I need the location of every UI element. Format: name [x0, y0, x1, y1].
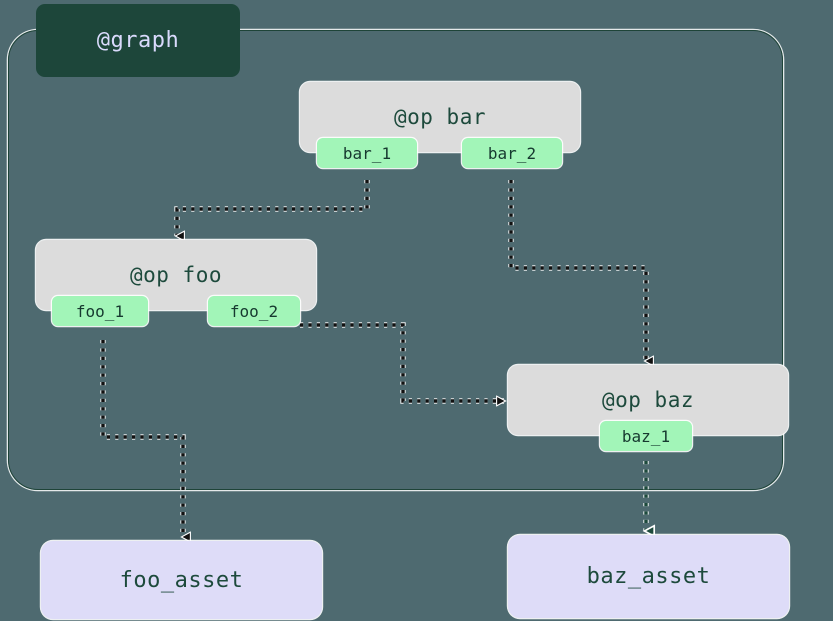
port-baz_1[interactable]: baz_1 — [600, 421, 692, 451]
port-bar_2[interactable]: bar_2 — [462, 138, 562, 168]
op-node-baz[interactable]: @op baz baz_1 — [508, 365, 788, 455]
op-node-foo[interactable]: @op foo foo_1 foo_2 — [36, 240, 316, 330]
port-foo_2[interactable]: foo_2 — [208, 296, 300, 326]
graph-label[interactable]: @graph — [36, 4, 240, 77]
asset-node-foo_asset[interactable]: foo_asset — [41, 541, 322, 619]
op-baz-title: @op baz — [508, 365, 788, 435]
port-bar_1[interactable]: bar_1 — [317, 138, 417, 168]
graph-container — [8, 30, 783, 490]
op-node-bar[interactable]: @op bar bar_1 bar_2 — [300, 82, 580, 172]
asset-node-baz_asset[interactable]: baz_asset — [508, 535, 789, 618]
port-foo_1[interactable]: foo_1 — [52, 296, 148, 326]
